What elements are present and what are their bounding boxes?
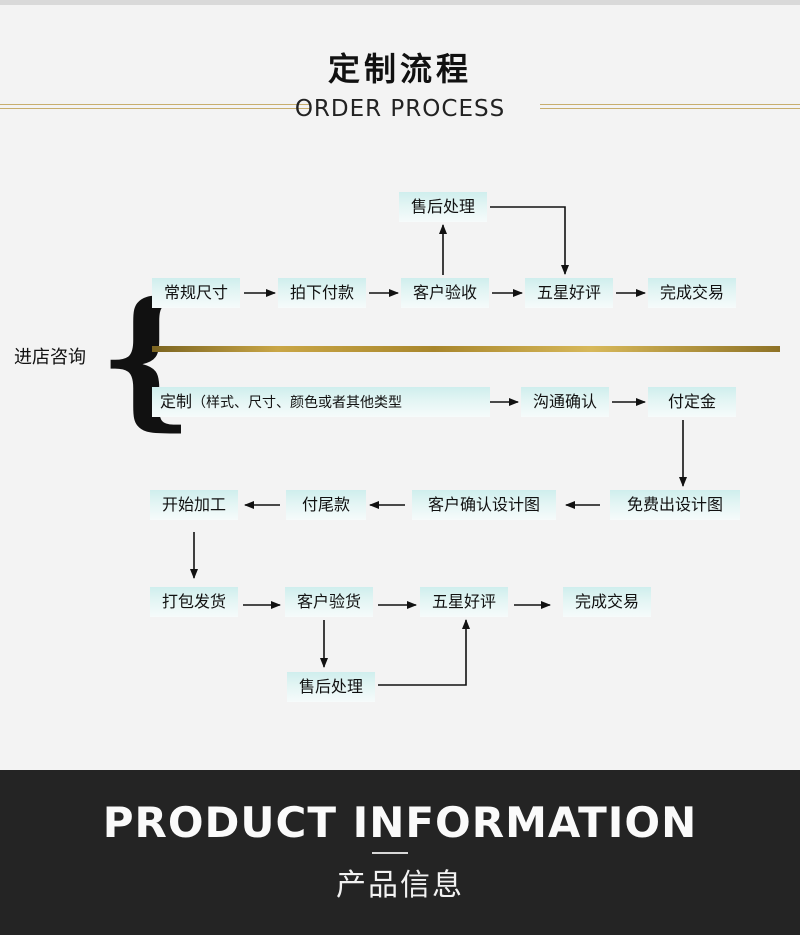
page-subtitle: ORDER PROCESS [294, 96, 506, 122]
gold-divider [152, 346, 780, 352]
footer-divider [372, 852, 408, 854]
arrow-std-aftersale-to-review [490, 206, 569, 275]
custom-free-design-box: 免费出设计图 [610, 490, 740, 520]
upper-section [0, 0, 800, 770]
std-step-review: 五星好评 [525, 278, 613, 308]
arrow-custom-aftersale-to-review [378, 619, 470, 686]
std-after-sale-box: 售后处理 [399, 192, 487, 222]
title-divider-right [540, 104, 800, 109]
custom-review-box: 五星好评 [420, 587, 508, 617]
custom-start-processing-box: 开始加工 [150, 490, 238, 520]
std-step-standard-size: 常规尺寸 [152, 278, 240, 308]
custom-detail-label: （样式、尺寸、颜色或者其他类型 [192, 395, 403, 411]
custom-final-payment-box: 付尾款 [286, 490, 366, 520]
footer-title-en: PRODUCT INFORMATION [102, 798, 698, 847]
entry-label: 进店咨询 [14, 347, 86, 368]
custom-pack-ship-box: 打包发货 [150, 587, 238, 617]
custom-complete-box: 完成交易 [563, 587, 651, 617]
title-divider-left [0, 104, 310, 109]
custom-inspect-box: 客户验货 [285, 587, 373, 617]
custom-confirm-box: 沟通确认 [521, 387, 609, 417]
flow-arrows [190, 206, 687, 686]
footer-title-cn: 产品信息 [336, 868, 464, 903]
page-title: 定制流程 [327, 50, 472, 88]
top-border [0, 0, 800, 5]
std-step-pay: 拍下付款 [278, 278, 366, 308]
custom-client-confirm-box: 客户确认设计图 [412, 490, 556, 520]
custom-after-sale-box: 售后处理 [287, 672, 375, 702]
custom-deposit-box: 付定金 [648, 387, 736, 417]
custom-box: 定制（样式、尺寸、颜色或者其他类型 [152, 387, 490, 417]
std-step-complete: 完成交易 [648, 278, 736, 308]
custom-main-label: 定制 [160, 392, 193, 411]
std-step-inspect: 客户验收 [401, 278, 489, 308]
